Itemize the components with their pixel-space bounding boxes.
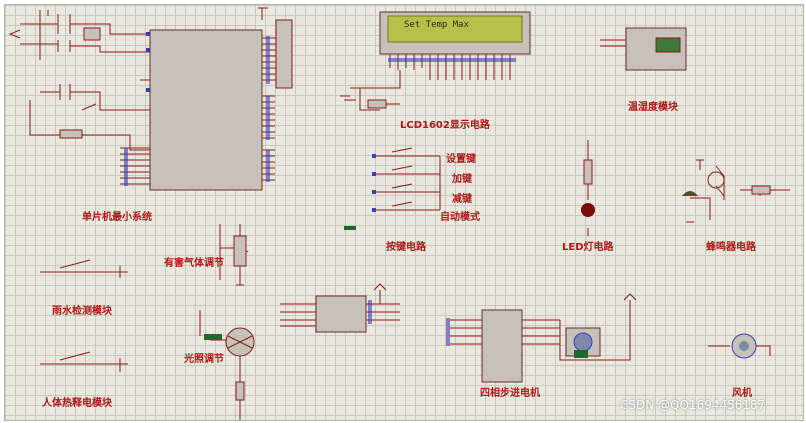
led-diode (581, 203, 595, 217)
lcd-pins (389, 54, 511, 80)
fan-wires (708, 345, 771, 356)
pin-marker (372, 154, 376, 158)
reset-resistor (59, 129, 83, 139)
label-temp-humidity: 温湿度模块 (628, 102, 678, 113)
crystal-component (83, 27, 101, 41)
label-rain: 雨水检测模块 (52, 306, 112, 317)
reset-wires (29, 100, 150, 151)
transistor (707, 171, 725, 189)
grid-background (4, 4, 804, 421)
fan-rotor (739, 341, 749, 351)
adc-wires (280, 303, 400, 327)
pin-marker (266, 96, 270, 140)
ldr-resistor (235, 381, 245, 401)
pin-marker (368, 300, 372, 324)
ground-symbol (8, 29, 21, 39)
label-lcd: LCD1602显示电路 (400, 120, 490, 131)
pin-marker (124, 148, 128, 186)
light-sensor-cross (227, 335, 253, 349)
pin-marker (372, 172, 376, 176)
power-wire (39, 10, 49, 60)
stepper-driver-wires (450, 319, 560, 345)
button-switches (391, 147, 413, 207)
label-keys: 按键电路 (386, 242, 426, 253)
gas-ground (236, 270, 244, 286)
reset-capacitor-wires (40, 84, 150, 111)
pin-marker (146, 88, 150, 92)
sensor-display (655, 37, 681, 53)
pin-marker (388, 58, 516, 62)
button-tag (344, 226, 356, 230)
button-wires (376, 155, 440, 211)
adc-chip (315, 295, 367, 333)
stepper-rotor (573, 332, 593, 352)
pin-marker (372, 190, 376, 194)
lcd-ground (340, 95, 356, 101)
crystal-wires (20, 14, 150, 35)
label-btn-plus: 加键 (452, 174, 472, 185)
pin-marker (372, 208, 376, 212)
stepper-tag (574, 350, 588, 358)
label-pir: 人体热释电模块 (42, 398, 112, 409)
adc-power (373, 283, 387, 304)
crystal-wires-2 (20, 40, 150, 53)
pin-marker (266, 36, 270, 84)
contrast-resistor (367, 99, 387, 109)
light-sensor-tag (204, 334, 222, 340)
temp-sensor-wires (600, 39, 626, 47)
label-btn-minus: 减键 (452, 194, 472, 205)
stepper-driver-chip (481, 309, 523, 383)
watermark: CSDN @QQ1694456187 (620, 398, 766, 412)
buzzer-component (682, 191, 698, 196)
transistor-wires (696, 159, 790, 200)
pin-marker (146, 32, 150, 36)
led-resistor (583, 159, 593, 185)
mcu-port1-pins (120, 147, 150, 185)
vcc-symbol (258, 7, 268, 20)
rain-switch-wires (40, 259, 128, 278)
pin-marker (446, 318, 450, 346)
lcd-display-text: Set Temp Max (404, 20, 470, 30)
label-mcu: 单片机最小系统 (82, 212, 152, 223)
buzzer-resistor (751, 185, 771, 195)
mcu-ea-wire (140, 70, 151, 90)
label-gas: 有害气体调节 (164, 258, 224, 269)
label-btn-auto: 自动模式 (440, 212, 480, 223)
pin-marker (146, 48, 150, 52)
reset-switch (81, 103, 97, 111)
label-light: 光照调节 (184, 354, 224, 365)
gas-potentiometer (233, 235, 247, 267)
pin-marker (266, 150, 270, 182)
label-buzzer: 蜂鸣器电路 (706, 242, 756, 253)
pir-switch-wires (40, 351, 128, 372)
buzzer-ground (686, 197, 711, 223)
resistor-pack (275, 19, 293, 89)
gas-sensor-wires (219, 224, 249, 280)
mcu-port0-pins (262, 37, 280, 81)
label-btn-set: 设置键 (446, 154, 476, 165)
lcd-screen (387, 15, 523, 43)
label-stepper: 四相步进电机 (480, 388, 540, 399)
label-led: LED灯电路 (562, 242, 614, 253)
label-fan: 风机 (732, 388, 752, 399)
mcu-chip (149, 29, 263, 191)
